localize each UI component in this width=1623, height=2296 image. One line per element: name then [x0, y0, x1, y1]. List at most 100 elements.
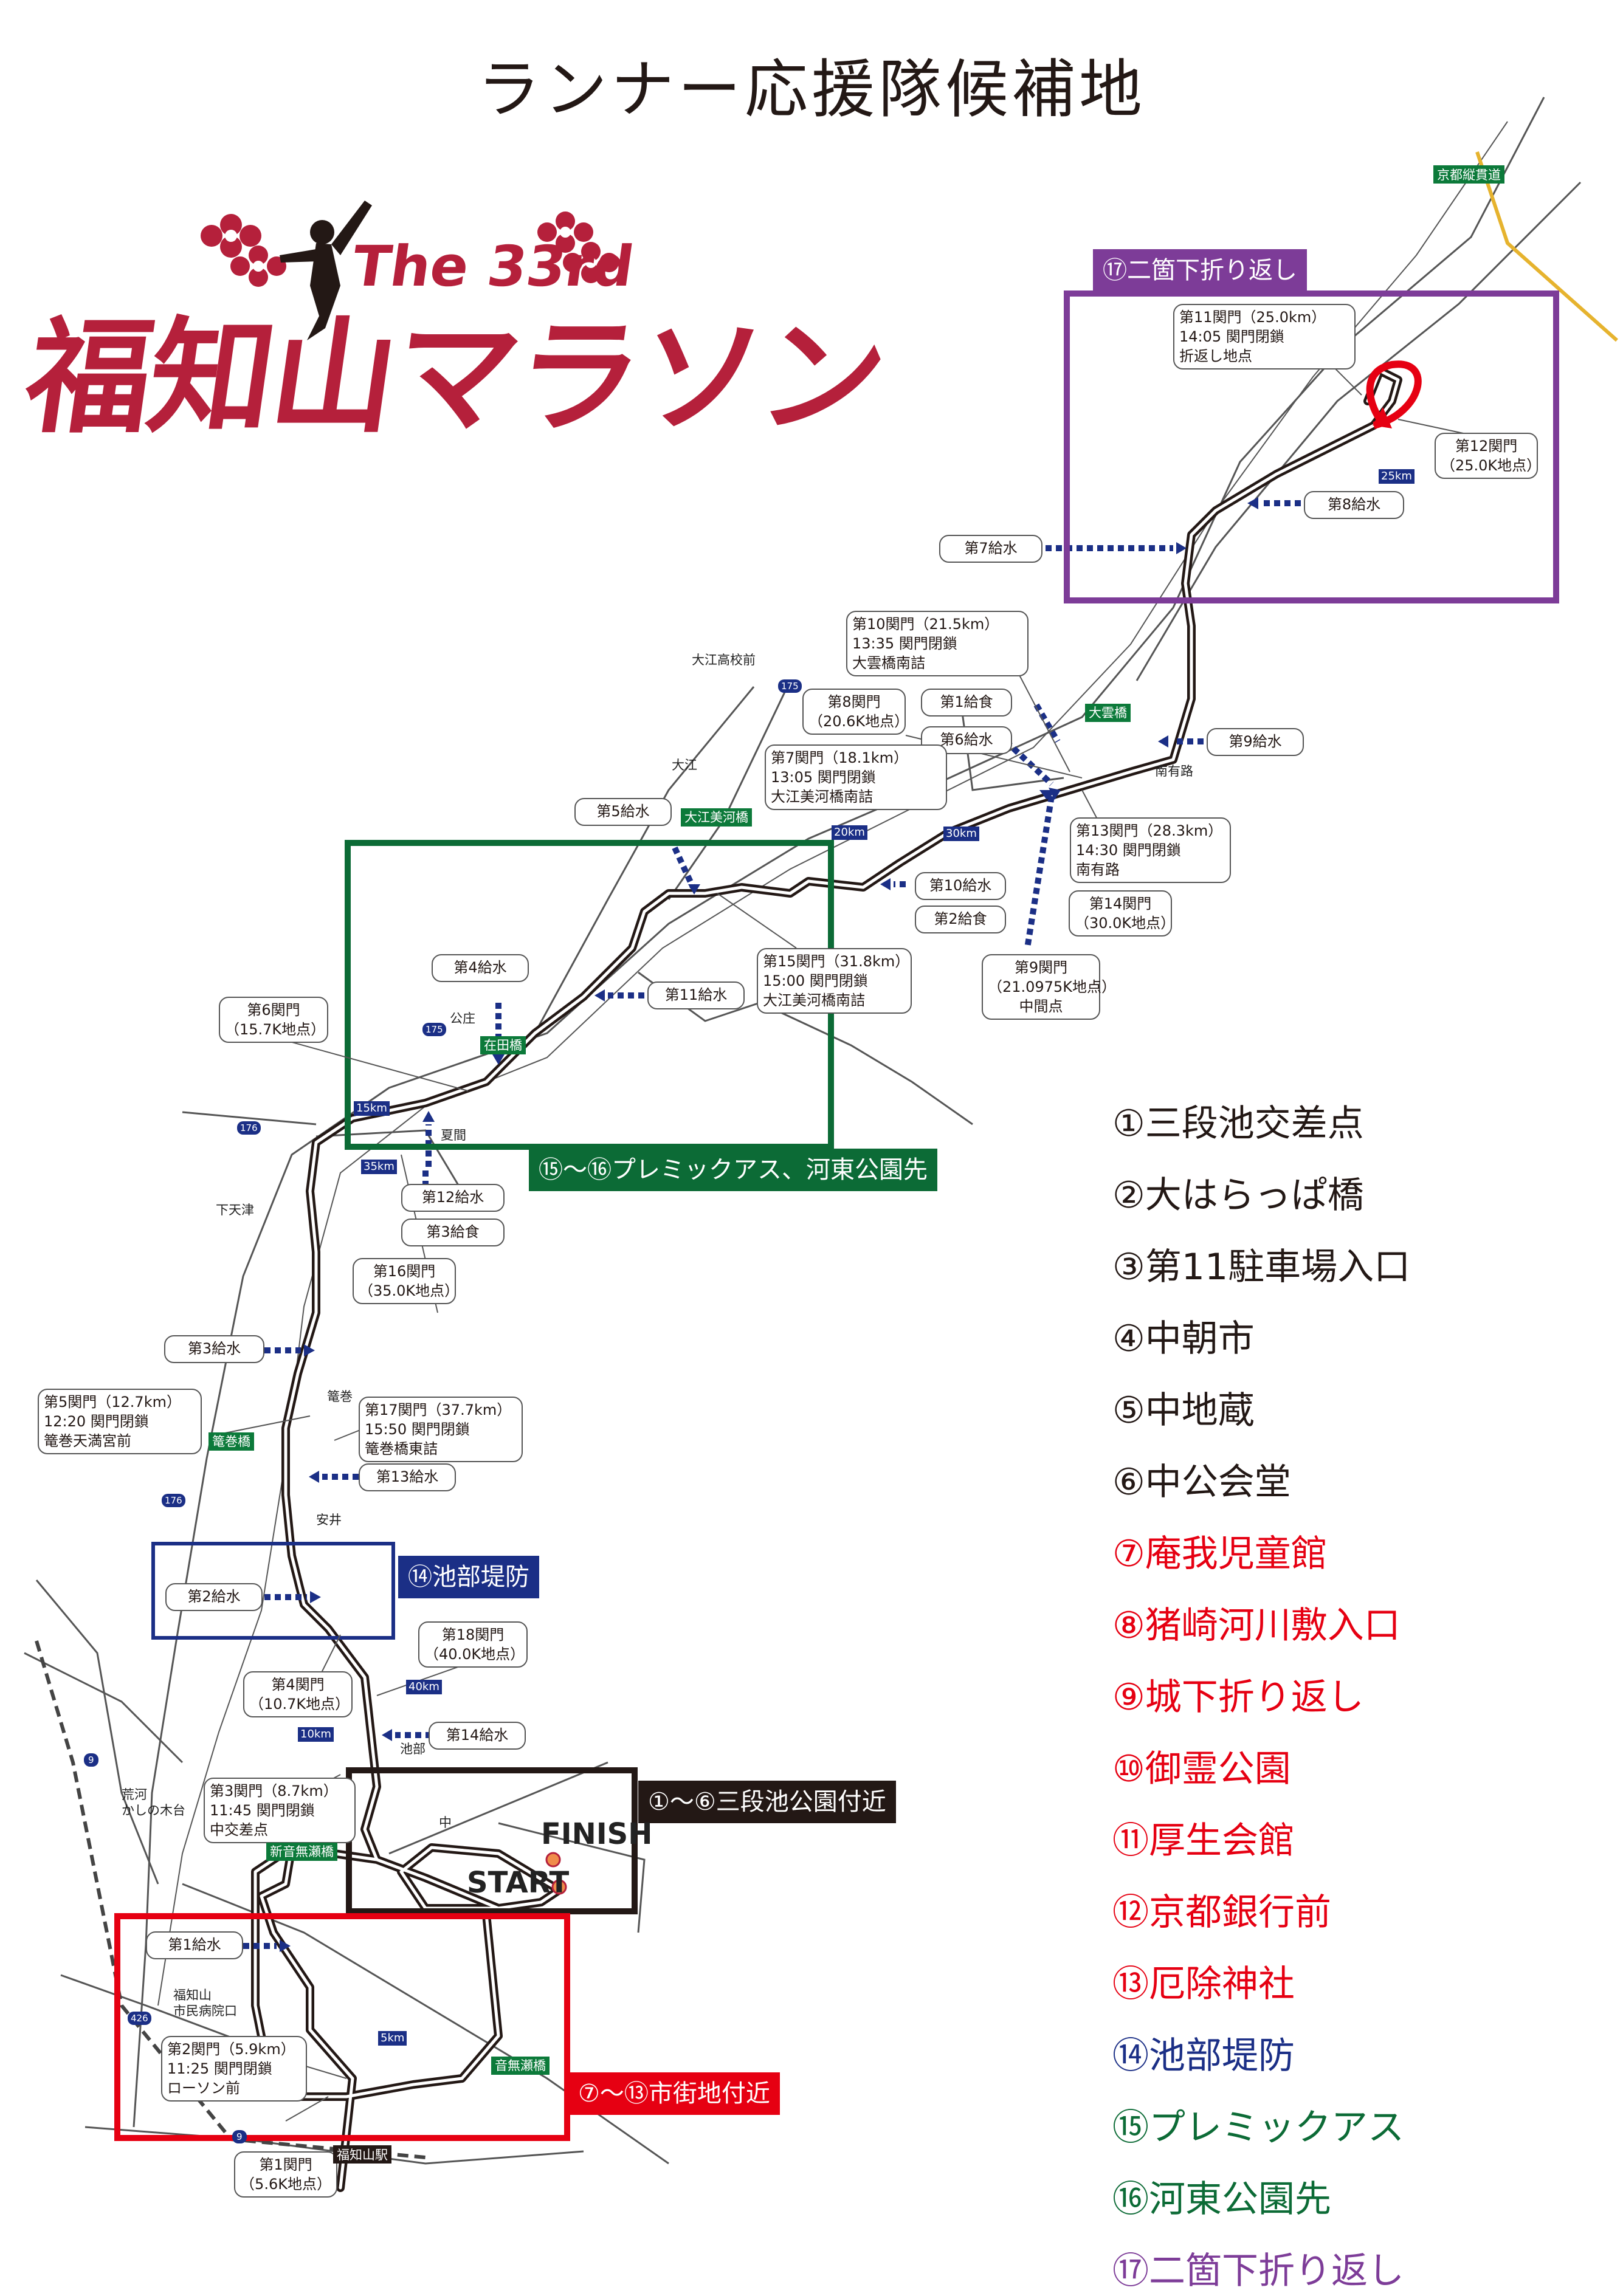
checkpoint-box: 第12関門 （25.0K地点）: [1435, 433, 1541, 479]
flower-icon: [201, 211, 619, 287]
place-label: 京都縦貫道: [1433, 165, 1504, 184]
aid-station-box: 第9給水: [1207, 728, 1304, 756]
checkpoint-box: 第3関門（8.7km） 11:45 関門閉鎖 中交差点: [204, 1778, 356, 1843]
legend-item: ⑩御霊公園: [1112, 1748, 1291, 1790]
legend-item: ⑧猪崎河川敷入口: [1112, 1604, 1401, 1647]
aid-station-box: 第1給水: [146, 1931, 243, 1959]
river-lines: [157, 121, 1508, 2006]
km-marker: 25km: [1379, 469, 1415, 484]
legend-item: ⑦庵我児童館: [1112, 1533, 1328, 1575]
start-label: START: [467, 1866, 570, 1900]
road-number: 176: [162, 1494, 185, 1507]
meal-station-box: 第3給食: [401, 1218, 505, 1246]
legend-item: ⑯河東公園先: [1112, 2178, 1331, 2221]
bridge-label: 音無瀬橋: [491, 2057, 550, 2075]
place-label: 大江高校前: [692, 653, 756, 667]
legend-item: ⑮プレミックアス: [1112, 2106, 1404, 2149]
km-marker: 20km: [832, 825, 867, 840]
meal-station-box: 第1給食: [921, 689, 1012, 717]
aid-station-box: 第11給水: [647, 981, 745, 1009]
checkpoint-box: 第7関門（18.1km） 13:05 関門閉鎖 大江美河橋南詰: [765, 744, 947, 810]
place-label: 福知山駅: [333, 2145, 391, 2164]
checkpoint-box: 第1関門 （5.6K地点）: [234, 2151, 337, 2198]
road-number: 175: [778, 679, 802, 693]
km-marker: 35km: [361, 1160, 397, 1174]
road-number: 175: [422, 1023, 446, 1036]
legend-item: ⑨城下折り返し: [1112, 1676, 1364, 1719]
legend-item: ⑫京都銀行前: [1112, 1891, 1331, 1934]
legend-item: ⑬厄除神社: [1112, 1963, 1295, 2006]
bridge-label: 大雲橋: [1085, 704, 1131, 722]
region-tag-green[interactable]: ⑮〜⑯プレミックアス、河東公園先: [529, 1149, 937, 1191]
place-label: 公庄: [450, 1011, 475, 1026]
railway-line: [35, 1640, 426, 2159]
km-marker: 10km: [298, 1727, 334, 1742]
aid-station-box: 第2給水: [165, 1583, 263, 1611]
place-label: 大江: [672, 758, 697, 772]
checkpoint-box: 第17関門（37.7km） 15:50 関門閉鎖 篭巻橋東詰: [359, 1397, 523, 1462]
region-tag-blue[interactable]: ⑭池部堤防: [398, 1556, 539, 1598]
place-label: 荒河 かしの木台: [122, 1787, 185, 1818]
page-title: ランナー応援隊候補地: [477, 52, 1146, 126]
checkpoint-box: 第6関門 （15.7K地点）: [219, 997, 328, 1043]
checkpoint-box: 第13関門（28.3km） 14:30 関門閉鎖 南有路: [1070, 817, 1231, 883]
logo-title: 福知山マラソン: [17, 306, 894, 450]
bridge-label: 篭巻橋: [208, 1432, 254, 1451]
aid-station-box: 第8給水: [1304, 491, 1404, 519]
checkpoint-box: 第5関門（12.7km） 12:20 関門閉鎖 篭巻天満宮前: [38, 1389, 202, 1454]
region-tag-black[interactable]: ①〜⑥三段池公園付近: [638, 1781, 896, 1823]
bridge-label: 新音無瀬橋: [266, 1843, 337, 1861]
turnaround-icon: [1366, 360, 1422, 429]
checkpoint-box: 第18関門 （40.0K地点）: [418, 1621, 528, 1668]
aid-station-box: 第13給水: [359, 1463, 456, 1491]
aid-station-box: 第7給水: [939, 535, 1042, 563]
road-number: 9: [84, 1753, 98, 1767]
finish-dot: [545, 1852, 561, 1868]
road-number: 426: [128, 2012, 151, 2025]
km-marker: 40km: [406, 1680, 442, 1694]
place-label: 篭巻: [327, 1389, 353, 1404]
legend-item: ③第11駐車場入口: [1112, 1246, 1411, 1288]
checkpoint-box: 第4関門 （10.7K地点）: [243, 1671, 353, 1717]
place-label: 中: [439, 1815, 452, 1830]
place-label: 夏間: [441, 1128, 466, 1143]
checkpoint-box: 第14関門 （30.0K地点）: [1069, 890, 1175, 937]
region-tag-red[interactable]: ⑦〜⑬市街地付近: [568, 2072, 780, 2115]
place-label: 南有路: [1155, 764, 1193, 779]
legend-item: ⑭池部堤防: [1112, 2035, 1295, 2077]
meal-station-box: 第2給食: [915, 906, 1006, 933]
place-label: 下天津: [216, 1203, 254, 1217]
region-box-blue: [151, 1542, 395, 1640]
bridge-label: 大江美河橋: [681, 808, 752, 827]
road-number: 176: [237, 1121, 261, 1135]
checkpoint-box: 第11関門（25.0km） 14:05 関門閉鎖 折返し地点: [1173, 304, 1356, 369]
legend-item: ②大はらっぱ橋: [1112, 1174, 1364, 1217]
legend-item: ⑰二箇下折り返し: [1112, 2250, 1404, 2292]
legend-item: ⑤中地蔵: [1112, 1389, 1255, 1432]
legend-item: ⑥中公会堂: [1112, 1461, 1291, 1504]
region-tag-purple[interactable]: ⑰二箇下折り返し: [1093, 249, 1307, 292]
checkpoint-box: 第15関門（31.8km） 15:00 関門閉鎖 大江美河橋南詰: [757, 948, 912, 1014]
region-box-purple: [1064, 290, 1559, 603]
legend-item: ⑪厚生会館: [1112, 1820, 1295, 1862]
aid-station-box: 第5給水: [574, 798, 672, 826]
km-marker: 30km: [943, 827, 979, 841]
checkpoint-box: 第8関門 （20.6K地点）: [802, 689, 909, 735]
place-label: 安井: [316, 1513, 342, 1527]
place-label: 福知山 市民病院口: [173, 1988, 237, 2018]
region-box-red: [114, 1913, 570, 2141]
checkpoint-box: 第9関門 （21.0975K地点） 中間点: [982, 954, 1116, 1020]
place-label: 池部: [400, 1742, 426, 1756]
aid-station-box: 第12給水: [401, 1184, 505, 1212]
km-marker: 15km: [354, 1101, 390, 1116]
runner-icon: [280, 201, 372, 340]
checkpoint-box: 第10関門（21.5km） 13:35 関門閉鎖 大雲橋南詰: [846, 611, 1029, 676]
km-marker: 5km: [378, 2031, 407, 2046]
road-number: 9: [232, 2130, 247, 2143]
legend-item: ④中朝市: [1112, 1318, 1255, 1360]
checkpoint-box: 第16関門 （35.0K地点）: [353, 1258, 459, 1304]
aid-station-box: 第10給水: [915, 872, 1006, 900]
checkpoint-box: 第2関門（5.9km） 11:25 関門閉鎖 ローソン前: [161, 2036, 307, 2102]
finish-label: FINISH: [541, 1817, 653, 1851]
